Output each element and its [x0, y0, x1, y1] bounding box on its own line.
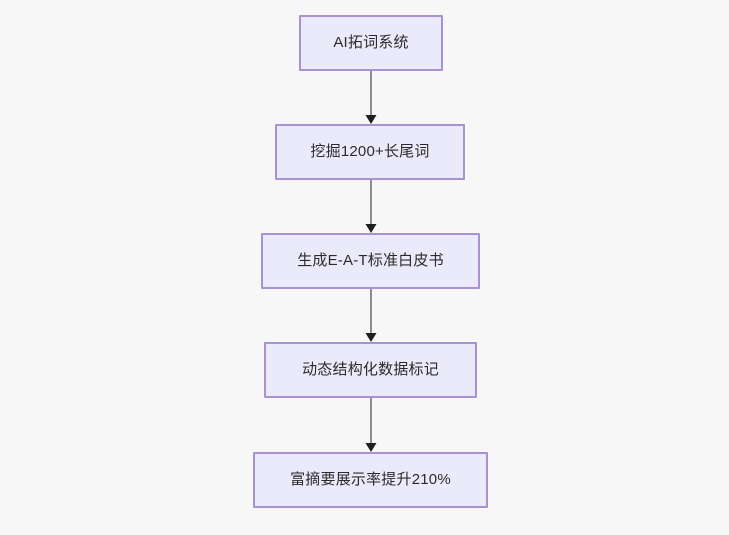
edge-arrowhead-icon — [365, 224, 377, 233]
flow-node-rich-snippet-impression-lift[interactable]: 富摘要展示率提升210% — [253, 452, 488, 508]
flow-node-dynamic-structured-data-markup[interactable]: 动态结构化数据标记 — [264, 342, 477, 398]
edge-node2-to-node3 — [365, 180, 377, 233]
flow-node-mine-long-tail-keywords[interactable]: 挖掘1200+长尾词 — [275, 124, 465, 180]
edge-node1-to-node2 — [365, 71, 377, 124]
flow-node-label: AI拓词系统 — [333, 34, 409, 51]
edge-arrowhead-icon — [365, 333, 377, 342]
edge-arrowhead-icon — [365, 115, 377, 124]
flow-node-generate-eat-whitepaper[interactable]: 生成E-A-T标准白皮书 — [261, 233, 480, 289]
flow-node-label: 生成E-A-T标准白皮书 — [297, 252, 444, 269]
edge-arrowhead-icon — [365, 443, 377, 452]
flow-node-label: 富摘要展示率提升210% — [290, 471, 451, 488]
edge-node4-to-node5 — [365, 398, 377, 452]
flow-node-ai-keyword-expansion-system[interactable]: AI拓词系统 — [299, 15, 443, 71]
edge-node3-to-node4 — [365, 289, 377, 342]
flow-node-label: 挖掘1200+长尾词 — [310, 143, 430, 160]
flow-node-label: 动态结构化数据标记 — [302, 361, 439, 378]
